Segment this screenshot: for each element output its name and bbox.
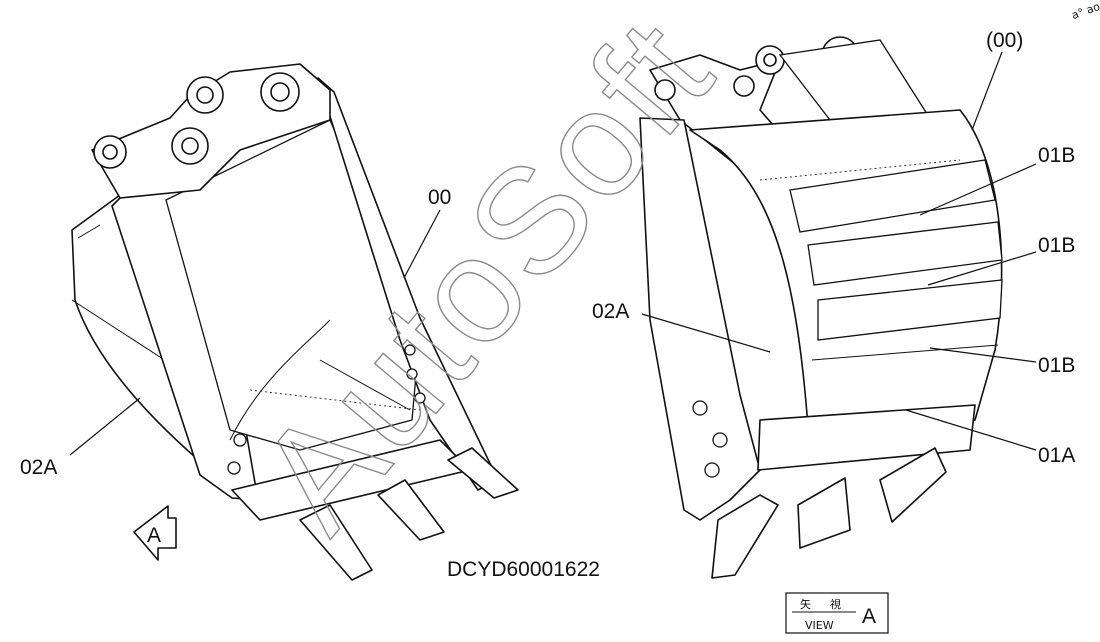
callout-00-ref: (00) [986,29,1023,52]
callout-01b-3: 01B [1038,354,1075,377]
view-a-box: 矢 視 VIEW A [785,592,889,634]
callout-02a-left: 02A [20,456,57,479]
left-bucket-drawing [71,63,519,581]
callout-01b-2: 01B [1038,234,1075,257]
view-arrow: A [133,505,177,561]
callout-00: 00 [428,186,451,209]
view-caption: VIEW [805,619,834,632]
callout-01a: 01A [1038,444,1075,467]
view-kanji-1: 矢 [800,597,811,611]
callout-01b-1: 01B [1038,144,1075,167]
view-arrow-label: A [147,524,161,547]
view-letter: A [862,605,876,628]
callouts: 00 02A 02A (00) 01B 01B 01B 01A [20,29,1075,479]
callout-02a-right: 02A [592,300,629,323]
corner-mark: a° ao [1070,0,1100,22]
view-kanji-2: 視 [830,597,841,611]
drawing-code: DCYD60001622 [447,558,600,581]
right-bucket-drawing [639,36,1003,579]
